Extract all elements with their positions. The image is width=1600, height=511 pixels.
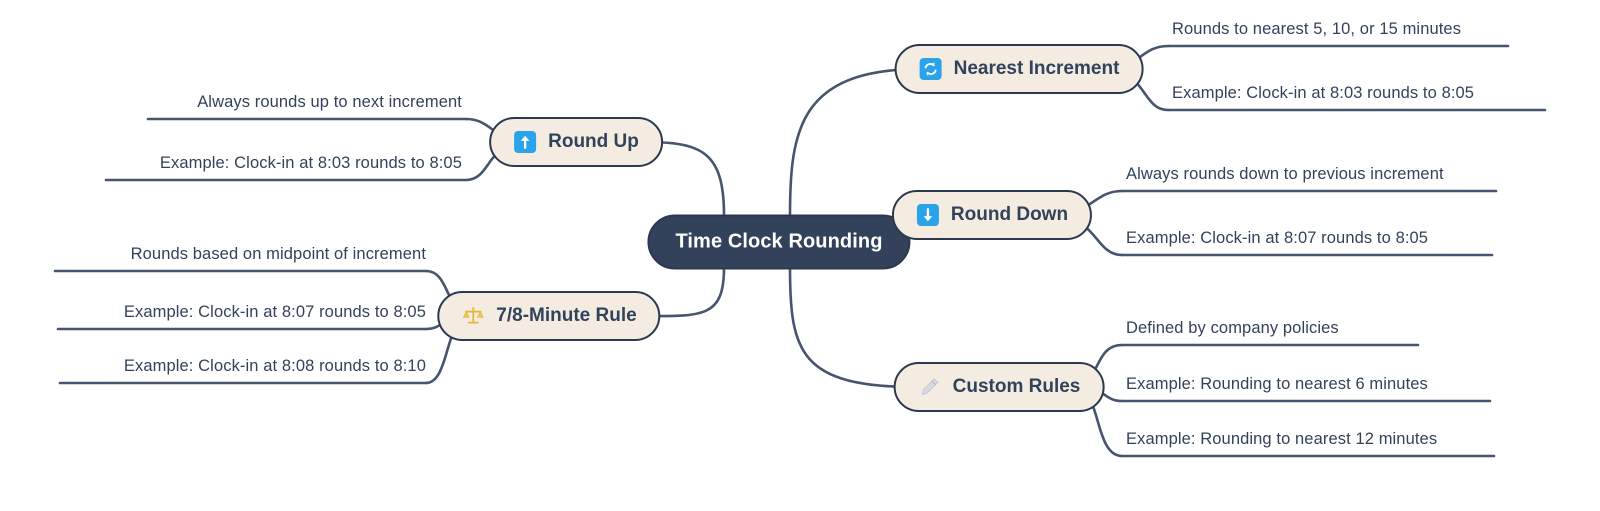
branch-label-nearest-increment: Nearest Increment (953, 58, 1120, 79)
edge-root-nearest-increment (788, 67, 920, 217)
root-node-label: Time Clock Rounding (675, 230, 883, 253)
branch-label-custom-rules: Custom Rules (952, 376, 1081, 397)
leaf-seven-eight-rule-1: Example: Clock-in at 8:07 rounds to 8:05 (123, 303, 426, 321)
leaf-custom-rules-2: Example: Rounding to nearest 12 minutes (1126, 430, 1438, 448)
leaf-custom-rules-0: Defined by company policies (1126, 319, 1339, 337)
leaf-custom-rules-1: Example: Rounding to nearest 6 minutes (1126, 375, 1428, 393)
refresh-icon (919, 58, 942, 80)
leaf-nearest-increment-0: Rounds to nearest 5, 10, or 15 minutes (1172, 20, 1462, 38)
root-node[interactable]: Time Clock Rounding (647, 214, 911, 270)
leaf-round-up-0: Always rounds up to next increment (197, 93, 462, 111)
leaf-seven-eight-rule-0: Rounds based on midpoint of increment (130, 245, 426, 263)
arrow-down-icon (916, 204, 939, 226)
branch-node-custom-rules[interactable]: Custom Rules (893, 362, 1105, 412)
branch-label-round-up: Round Up (548, 131, 639, 152)
leaf-seven-eight-rule-2: Example: Clock-in at 8:08 rounds to 8:10 (123, 357, 426, 375)
leaf-round-down-0: Always rounds down to previous increment (1126, 165, 1444, 183)
leaf-round-up-1: Example: Clock-in at 8:03 rounds to 8:05 (159, 154, 462, 172)
balance-scale-icon (462, 306, 484, 324)
pencil-icon (921, 378, 939, 396)
branch-label-round-down: Round Down (950, 204, 1069, 225)
leaf-round-down-1: Example: Clock-in at 8:07 rounds to 8:05 (1126, 229, 1429, 247)
branch-label-seven-eight-rule: 7/8-Minute Rule (496, 305, 637, 326)
leaf-nearest-increment-1: Example: Clock-in at 8:03 rounds to 8:05 (1172, 84, 1475, 102)
arrow-up-icon (514, 131, 537, 153)
edge-root-custom-rules (788, 266, 918, 389)
branch-node-round-up[interactable]: Round Up (489, 117, 663, 167)
branch-node-round-down[interactable]: Round Down (891, 190, 1093, 240)
branch-node-seven-eight-rule[interactable]: 7/8-Minute Rule (437, 291, 661, 341)
branch-node-nearest-increment[interactable]: Nearest Increment (894, 44, 1144, 94)
